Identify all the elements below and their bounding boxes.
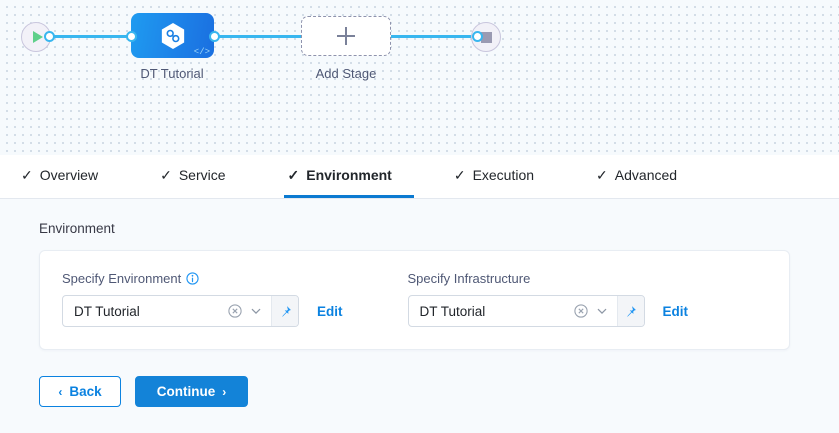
specify-infrastructure-row: DT Tutorial Edit [407, 295, 689, 327]
code-badge-icon: </> [193, 47, 210, 57]
stage-node-input-port[interactable] [126, 31, 137, 42]
infrastructure-pin-button[interactable] [616, 296, 644, 326]
info-icon[interactable] [186, 272, 199, 285]
tab-environment[interactable]: ✓ Environment [283, 155, 414, 198]
plus-icon [337, 27, 355, 45]
stop-icon [480, 31, 492, 43]
specify-infrastructure-label: Specify Infrastructure [407, 271, 531, 286]
infrastructure-select[interactable]: DT Tutorial [407, 295, 645, 327]
specify-environment-label: Specify Environment [62, 271, 182, 286]
start-node-port[interactable] [44, 31, 55, 42]
stage-node-label: DT Tutorial [140, 66, 204, 81]
check-icon: ✓ [160, 167, 172, 183]
tab-execution-label: Execution [472, 167, 535, 183]
section-title: Environment [39, 221, 115, 236]
check-icon: ✓ [453, 167, 466, 183]
infrastructure-edit-link[interactable]: Edit [662, 303, 689, 319]
play-icon [32, 31, 43, 43]
check-icon: ✓ [287, 167, 300, 183]
tab-overview[interactable]: ✓ Overview [17, 155, 120, 198]
wire-start-to-stage [46, 35, 136, 38]
stage-node-output-port[interactable] [209, 31, 220, 42]
tab-service-label: Service [178, 167, 226, 183]
footer-actions: ‹ Back Continue › [39, 376, 839, 407]
end-node-port[interactable] [472, 31, 483, 42]
environment-select[interactable]: DT Tutorial [62, 295, 299, 327]
tab-service[interactable]: ✓ Service [156, 155, 247, 198]
chevron-down-icon[interactable] [596, 305, 608, 317]
tab-execution[interactable]: ✓ Execution [450, 155, 556, 198]
environment-select-value: DT Tutorial [74, 303, 140, 319]
specify-environment-row: DT Tutorial Edit [62, 295, 343, 327]
add-stage-label: Add Stage [315, 66, 377, 81]
specify-infrastructure-label-row: Specify Infrastructure [408, 271, 689, 286]
tab-bar: ✓ Overview ✓ Service ✓ Environment ✓ Exe… [0, 155, 839, 199]
chevron-left-icon: ‹ [58, 384, 63, 399]
pin-icon [281, 305, 291, 317]
continue-button-label: Continue [156, 384, 216, 399]
harness-hexagon-icon [161, 22, 184, 49]
tab-overview-label: Overview [39, 167, 99, 183]
back-button-label: Back [69, 384, 102, 399]
environment-edit-link[interactable]: Edit [317, 303, 343, 319]
chevron-down-icon[interactable] [250, 305, 262, 317]
add-stage-button[interactable] [301, 16, 391, 56]
tab-environment-label: Environment [306, 167, 392, 183]
wire-stage-to-addstage [212, 35, 307, 38]
continue-button[interactable]: Continue › [135, 376, 248, 407]
tab-advanced-label: Advanced [614, 167, 678, 183]
stage-node-dt-tutorial[interactable]: </> [131, 13, 214, 58]
specify-environment-group: Specify Environment DT Tutorial [62, 271, 343, 327]
chevron-right-icon: › [222, 384, 227, 399]
infrastructure-select-value: DT Tutorial [419, 303, 486, 319]
specify-environment-label-row: Specify Environment [62, 271, 343, 286]
clear-circle-icon[interactable] [228, 304, 242, 318]
back-button[interactable]: ‹ Back [39, 376, 121, 407]
environment-panel: Environment Specify Environment DT Tutor… [0, 199, 839, 433]
clear-circle-icon[interactable] [573, 304, 588, 318]
pipeline-canvas[interactable]: </> DT Tutorial Add Stage [0, 0, 839, 155]
wire-addstage-to-end [388, 35, 478, 38]
check-icon: ✓ [596, 167, 608, 183]
environment-pin-button[interactable] [271, 296, 298, 326]
specify-infrastructure-group: Specify Infrastructure DT Tutorial [407, 271, 689, 327]
tab-advanced[interactable]: ✓ Advanced [592, 155, 699, 198]
pin-icon [627, 305, 636, 317]
check-icon: ✓ [21, 167, 33, 183]
environment-card: Specify Environment DT Tutorial [39, 250, 790, 350]
